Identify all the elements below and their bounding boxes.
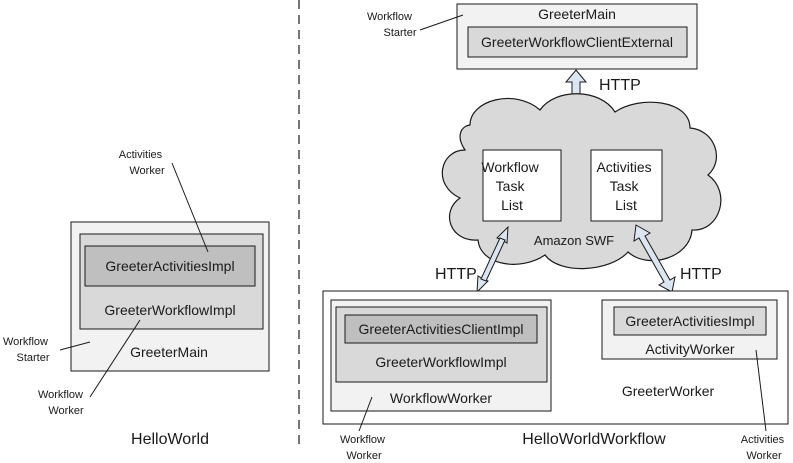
workflow-task-list-line: List: [501, 197, 523, 213]
callout-activities-worker-right: Activities Worker: [741, 434, 787, 462]
helloworldworkflow-caption: HelloWorldWorkflow: [522, 431, 666, 448]
greeter-activities-impl-label-right: GreeterActivitiesImpl: [625, 313, 754, 329]
workflow-worker-label: WorkflowWorker: [390, 390, 493, 406]
workflow-task-list-label: Workflow Task List: [481, 159, 542, 213]
callout-line: Worker: [48, 405, 84, 417]
activities-task-list-label: Activities Task List: [596, 159, 655, 213]
callout-line: Worker: [746, 450, 782, 462]
callout-workflow-worker-right: Workflow Worker: [340, 434, 388, 462]
callout-workflow-starter-right: Workflow Starter: [367, 11, 417, 39]
leader-workflow-starter-left: [59, 341, 91, 351]
http-arrow-left-shaft: [480, 237, 506, 282]
helloworld-section: GreeterActivitiesImpl GreeterWorkflowImp…: [3, 149, 270, 448]
greeter-workflow-impl-label: GreeterWorkflowImpl: [104, 302, 235, 318]
amazon-swf-label: Amazon SWF: [534, 233, 614, 248]
callout-line: Worker: [346, 450, 382, 462]
callout-activities-worker-left: Activities Worker: [119, 149, 165, 177]
activities-client-impl-label: GreeterActivitiesClientImpl: [359, 321, 524, 337]
leader-workflow-worker-left: [89, 319, 141, 398]
callout-line: Workflow: [340, 434, 385, 446]
greeter-activities-impl-label: GreeterActivitiesImpl: [105, 258, 234, 274]
workflow-task-list-line: Task: [496, 178, 526, 194]
leader-workflow-worker-right: [358, 396, 373, 432]
starter-greeter-main-label: GreeterMain: [538, 6, 616, 22]
callout-workflow-starter-left: Workflow Starter: [3, 336, 51, 364]
greeter-worker-label: GreeterWorker: [622, 383, 715, 399]
callout-line: Workflow: [3, 336, 48, 348]
http-label-left: HTTP: [435, 266, 477, 283]
callout-line: Activities: [119, 149, 163, 161]
callout-workflow-worker-left: Workflow Worker: [38, 389, 86, 417]
activities-task-list-line: Activities: [596, 159, 651, 175]
greeter-activities-impl-box-right: [613, 306, 767, 336]
activities-task-list-line: Task: [610, 178, 640, 194]
greeter-activities-impl-box: [84, 245, 256, 287]
http-label-right: HTTP: [680, 266, 722, 283]
greeter-main-label: GreeterMain: [130, 344, 208, 360]
activities-task-list-line: List: [615, 197, 637, 213]
activities-task-list-box: [590, 149, 663, 222]
helloworld-caption: HelloWorld: [131, 431, 209, 448]
helloworldworkflow-section: GreeterMain GreeterWorkflowClientExterna…: [322, 3, 789, 462]
workflow-task-list-box: [482, 149, 562, 222]
amazon-swf-cloud: [441, 93, 722, 270]
leader-activities-worker-right: [755, 349, 767, 432]
http-label-top: HTTP: [599, 77, 641, 94]
client-external-label: GreeterWorkflowClientExternal: [481, 34, 673, 50]
callout-line: Worker: [129, 165, 165, 177]
client-external-box: [467, 26, 688, 58]
leader-workflow-starter-right: [419, 14, 464, 31]
leader-activities-worker-left: [171, 162, 209, 253]
callout-line: Starter: [383, 27, 416, 39]
greeter-workflow-impl-label-right: GreeterWorkflowImpl: [375, 354, 506, 370]
activity-worker-label: ActivityWorker: [645, 341, 735, 357]
callout-line: Workflow: [38, 389, 83, 401]
callout-line: Workflow: [367, 11, 412, 23]
callout-line: Starter: [16, 352, 49, 364]
workflow-task-list-line: Workflow: [481, 159, 539, 175]
callout-line: Activities: [741, 434, 785, 446]
activities-client-impl-box: [344, 314, 538, 344]
